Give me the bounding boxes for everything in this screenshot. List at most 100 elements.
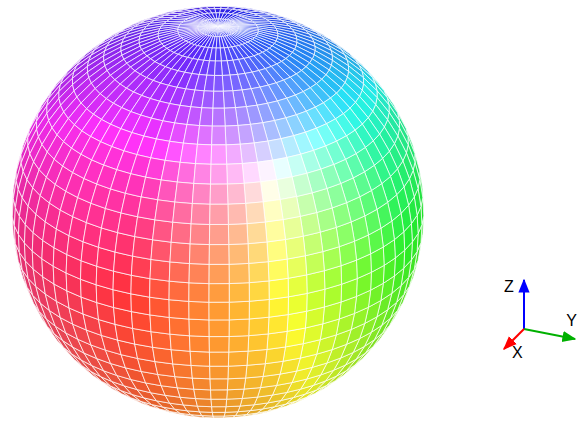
mesh-patch — [173, 202, 193, 224]
mesh-patch — [197, 406, 212, 412]
mesh-patch — [246, 202, 266, 224]
mesh-patch — [226, 144, 242, 164]
mesh-patch — [194, 164, 211, 185]
mesh-patch — [151, 332, 171, 350]
mesh-patch — [249, 281, 269, 301]
mesh-patch — [224, 108, 238, 126]
mesh-patch — [283, 216, 303, 239]
mesh-patch — [227, 378, 245, 390]
mesh-patch — [194, 389, 211, 399]
mesh-patch — [218, 27, 225, 36]
mesh-patch — [267, 331, 287, 349]
mesh-patch — [249, 299, 269, 318]
mesh-patch — [227, 183, 245, 204]
mesh-patch — [268, 315, 288, 334]
mesh-patch — [192, 378, 210, 390]
mesh-patch — [210, 184, 228, 204]
mesh-patch — [209, 284, 229, 303]
mesh-patch — [175, 377, 194, 390]
mesh-patch — [180, 143, 197, 164]
mesh-patch — [248, 242, 268, 263]
mesh-patch — [189, 264, 209, 284]
mesh-patch — [215, 61, 223, 75]
mesh-patch — [242, 162, 260, 183]
mesh-patch — [118, 213, 138, 237]
axis-label: X — [512, 345, 523, 361]
mesh-patch — [209, 245, 229, 265]
mesh-patch — [267, 239, 287, 261]
mesh-patch — [150, 259, 170, 281]
mesh-patch — [215, 48, 221, 61]
mesh-patch — [202, 91, 214, 108]
mesh-patch — [288, 275, 307, 297]
mesh-patch — [150, 279, 170, 300]
mesh-patch — [226, 398, 242, 406]
mesh-patch — [169, 317, 189, 335]
mesh-patch — [223, 91, 235, 108]
mesh-patch — [211, 145, 227, 164]
mesh-patch — [197, 126, 212, 145]
mesh-patch — [228, 365, 247, 378]
mesh-patch — [150, 315, 170, 334]
mesh-patch — [240, 143, 257, 164]
mesh-patch — [211, 164, 228, 184]
mesh-patch — [211, 399, 227, 407]
mesh-patch — [247, 222, 267, 244]
mesh-patch — [227, 389, 244, 399]
mesh-patch — [225, 406, 240, 412]
mesh-patch — [169, 281, 189, 301]
mesh-patch — [210, 204, 229, 224]
mesh-patch — [216, 37, 220, 48]
mesh-patch — [285, 236, 305, 259]
mesh-patch — [150, 297, 170, 317]
mesh-patch — [214, 75, 224, 91]
mesh-patch — [213, 91, 224, 108]
mesh-patch — [189, 283, 209, 302]
mesh-patch — [269, 278, 289, 299]
mesh-patch — [229, 283, 249, 302]
mesh-patch — [221, 61, 230, 76]
mesh-patch — [218, 27, 221, 37]
mesh-patch — [228, 351, 248, 366]
mesh-patch — [209, 302, 229, 320]
axis-triad — [504, 280, 575, 349]
mesh-patch — [192, 183, 210, 204]
mesh-patch — [161, 160, 180, 182]
mesh-patch — [212, 126, 226, 145]
axis-label: Y — [566, 313, 577, 329]
mesh-patch — [280, 197, 300, 220]
mesh-patch — [189, 319, 209, 336]
mesh-patch — [244, 182, 263, 204]
mesh-patch — [207, 61, 216, 76]
mesh-patch — [265, 220, 285, 242]
mesh-patch — [151, 240, 171, 262]
mesh-patch — [198, 25, 218, 27]
mesh-patch — [212, 407, 226, 413]
mesh-patch — [170, 334, 190, 351]
mesh-patch — [212, 412, 225, 416]
mesh-patch — [131, 275, 150, 297]
mesh-sphere — [12, 6, 424, 418]
mesh-patch — [169, 262, 189, 283]
mesh-patch — [200, 108, 213, 126]
mesh-patch — [211, 390, 228, 399]
mesh-patch — [135, 217, 155, 240]
mesh-patch — [209, 352, 228, 366]
mesh-patch — [212, 108, 225, 126]
mesh-patch — [249, 317, 269, 335]
z-axis — [523, 280, 525, 329]
mesh-patch — [249, 262, 269, 283]
mesh-patch — [210, 379, 228, 390]
mesh-patch — [195, 399, 211, 407]
mesh-patch — [229, 336, 249, 352]
mesh-patch — [218, 27, 228, 36]
mesh-patch — [204, 75, 214, 91]
mesh-patch — [189, 244, 209, 265]
mesh-patch — [229, 301, 249, 320]
mesh-patch — [228, 224, 248, 245]
mesh-patch — [228, 203, 247, 224]
mesh-patch — [222, 75, 232, 91]
y-axis — [524, 329, 575, 339]
mesh-patch — [131, 256, 151, 278]
